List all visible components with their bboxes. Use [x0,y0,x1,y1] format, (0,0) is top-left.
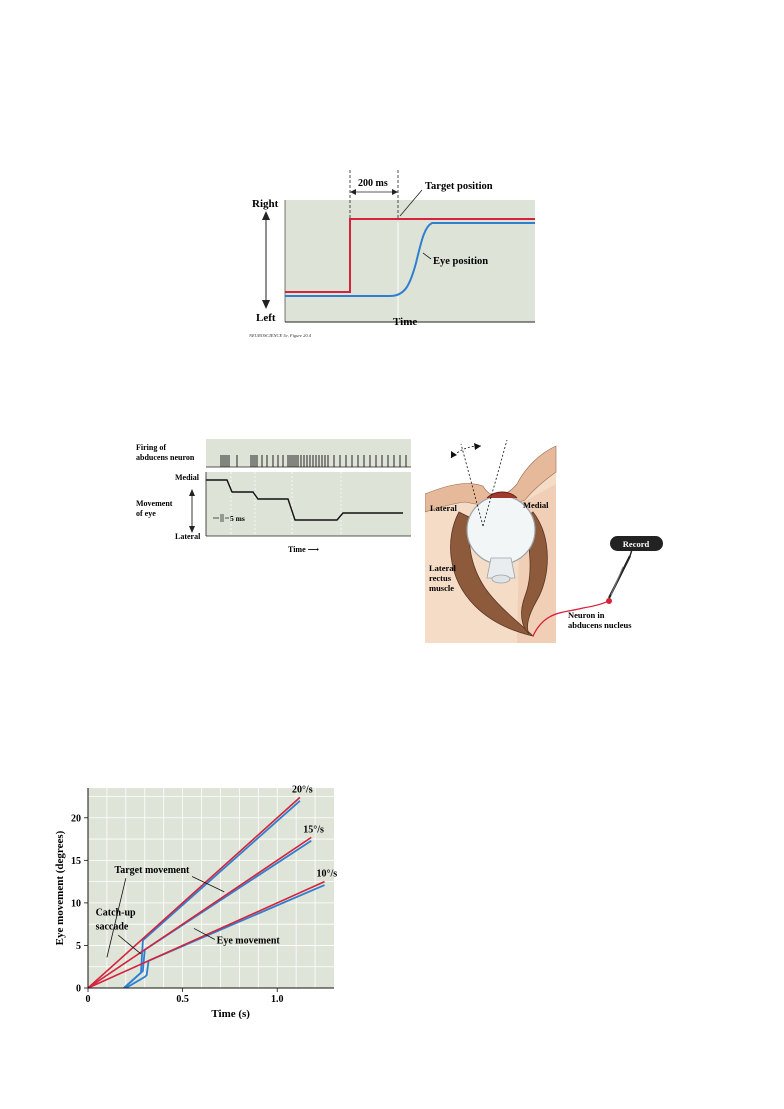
saccade-plot-area [285,200,535,322]
medial-lateral-arrow [189,489,195,533]
x-tick-label: 0 [86,994,91,1005]
y-tick-label: 0 [76,984,81,995]
target-position-trace [285,218,535,293]
y-tick-label: 15 [71,856,81,867]
record-label: Record [623,539,650,549]
y-top-label: Right [252,198,279,210]
abducens-neuron [606,598,612,604]
lateral-label: Lateral [175,532,201,541]
spike-train [220,455,407,467]
target-position-label: Target position [425,181,493,192]
figure-abducens-firing: Firing of abducens neuron Medial Lateral… [136,439,411,554]
neuron-label: Neuron in abducens nucleus [568,610,632,630]
movement-strip [206,472,411,536]
lateral-rectus-muscle [450,511,548,637]
eye-movement-trace [206,479,403,521]
nerve-fiber [532,600,609,637]
x-tick-label: 1.0 [271,994,284,1005]
eye-movement-label: Eye movement [217,936,281,947]
x-tick-label: 0.5 [176,994,189,1005]
series-rate-label: 15°/s [303,824,324,835]
figure-smooth-pursuit-chart: 0 0.5 1.0 0 5 10 15 20 20°/s 15°/s 10°/s Target mo… [54,784,338,1020]
firing-label: Firing of abducens neuron [136,443,195,462]
medial-label: Medial [523,500,549,510]
y-tick-label: 20 [71,813,81,824]
movement-label: Movement of eye [136,499,174,518]
target-leader-line [191,876,225,893]
eye-movement-line [123,840,312,989]
series-rate-label: 10°/s [317,869,338,880]
y-bottom-label: Left [256,312,276,324]
chart-ticks: 0 0.5 1.0 0 5 10 15 20 [71,813,283,1005]
y-tick-label: 5 [76,941,81,952]
interval-label: 200 ms [358,178,388,189]
medial-label: Medial [175,473,200,482]
series-rate-label: 20°/s [292,784,313,795]
right-left-arrow [262,211,270,309]
figure-eye-illustration: Record Lateral Medial Lateral rectus mus… [425,428,663,643]
lateral-label: Lateral [430,503,458,513]
catchup-label-line2: saccade [96,921,129,932]
chart-plot-area [88,788,334,988]
x-axis-label: Time [393,316,417,328]
scale-label: 5 ms [230,514,245,523]
target-movement-line [87,836,312,989]
record-badge [610,536,663,551]
figure-credit: NEUROSCIENCE 5e, Figure 20.4 [248,333,312,339]
chart-x-axis-label: Time (s) [211,1008,250,1020]
firing-strip [206,439,411,467]
target-leader-line [106,878,127,958]
time-label: Time ⟶ [288,545,320,554]
figure-saccade-latency: Right Left Time 200 ms Target position E… [248,170,535,339]
muscle-label: Lateral rectus muscle [429,563,458,593]
eye-position-trace [285,222,535,297]
y-tick-label: 10 [71,898,81,909]
chart-y-axis-label: Eye movement (degrees) [54,830,66,945]
target-movement-line [87,796,301,989]
catchup-leader-line [118,934,142,955]
target-movement-label: Target movement [114,865,190,876]
eye-leader-line [193,928,215,940]
eye-position-label: Eye position [433,256,488,267]
scale-bar [213,514,229,522]
gaze-angle [450,439,508,527]
catchup-label-line1: Catch-up [96,908,136,919]
